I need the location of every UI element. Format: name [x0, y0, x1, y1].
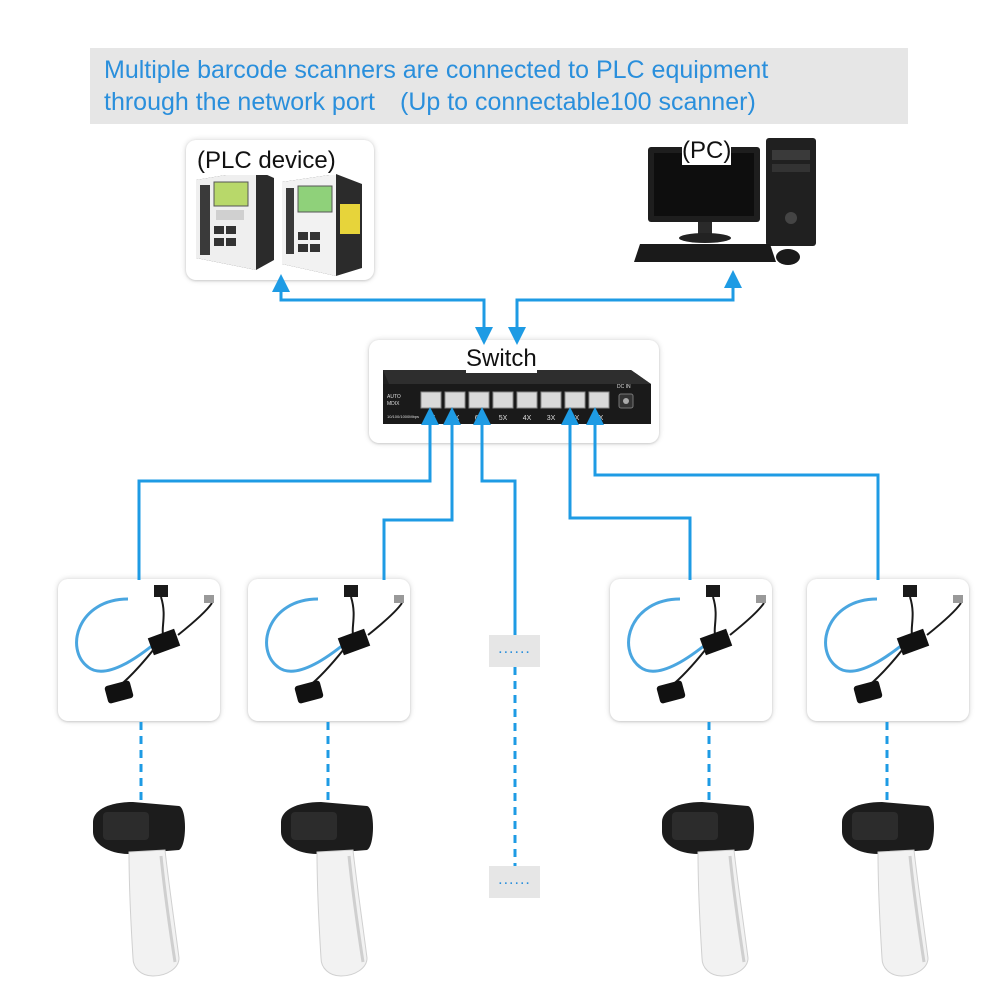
plc-device-label: (PLC device) [197, 147, 336, 175]
handheld-barcode-scanner-icon [660, 800, 756, 978]
handheld-barcode-scanner-icon [840, 800, 936, 978]
more-converters-placeholder: ...... [489, 635, 540, 667]
switch-speed-text: 10/100/1000Mbps [387, 414, 419, 419]
switch-port-label: 5X [499, 415, 508, 422]
plc-switch-link [272, 274, 493, 345]
handheld-barcode-scanner-icon [91, 800, 187, 978]
plc-device-icon [196, 170, 362, 276]
switch-dcin-text: DC IN [617, 384, 631, 390]
switch-mdix-text: MDIX [387, 401, 400, 407]
ethernet-converter-cable-icon [627, 585, 766, 704]
switch-port-label: 6X [475, 415, 484, 422]
switch-port-label: 4X [523, 415, 532, 422]
handheld-barcode-scanner-icon [279, 800, 375, 978]
converter-card-3 [610, 579, 772, 721]
switch-label: Switch [466, 345, 537, 373]
ethernet-converter-cable-icon [75, 585, 214, 704]
plc-device-card [186, 140, 374, 280]
pc-label: (PC) [682, 137, 732, 165]
switch-auto-text: AUTO [387, 394, 401, 400]
converter-card-2 [248, 579, 410, 721]
title-line-2: through the network port (Up to connecta… [104, 88, 756, 116]
converter-card-1 [58, 579, 220, 721]
more-scanners-placeholder: ...... [489, 866, 540, 898]
pc-switch-link [508, 270, 742, 345]
switch-port-label: 7X [451, 415, 460, 422]
switch-port-label: 3X [547, 415, 556, 422]
converter-card-4 [807, 579, 969, 721]
switch-placeholder-link [473, 407, 517, 635]
ethernet-converter-cable-icon [265, 585, 404, 704]
ethernet-converter-cable-icon [824, 585, 963, 704]
switch-port-label: 8X [427, 415, 436, 422]
diagram-title: Multiple barcode scanners are connected … [90, 48, 908, 124]
switch-ports [420, 391, 610, 409]
switch-port-label: 1X [595, 415, 604, 422]
switch-port-label: 2X [571, 415, 580, 422]
title-line-1: Multiple barcode scanners are connected … [104, 56, 769, 84]
